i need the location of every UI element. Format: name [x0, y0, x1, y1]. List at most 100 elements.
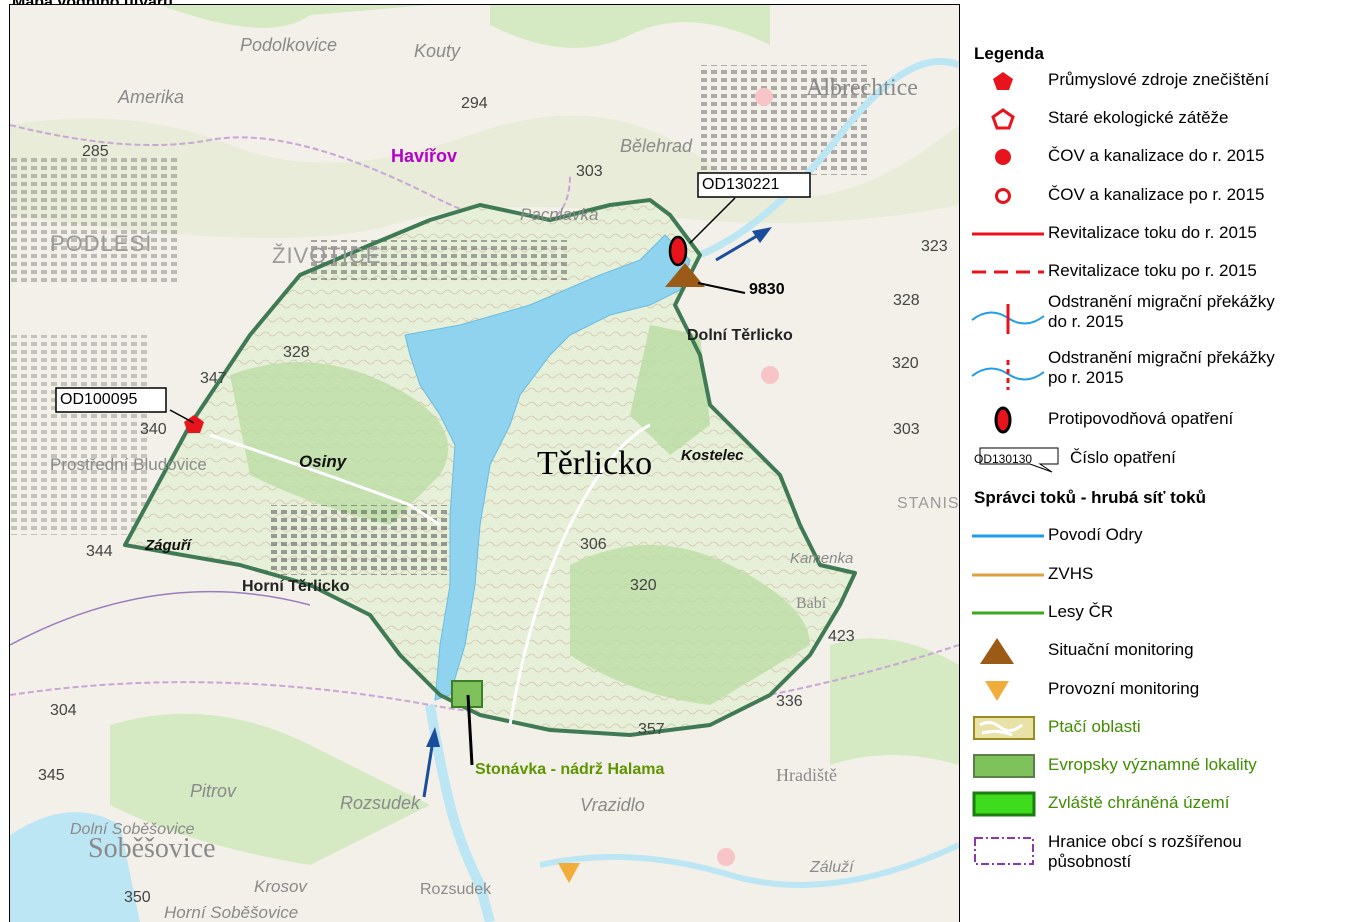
- legend-symbol: [970, 521, 1046, 551]
- legend-symbol: [978, 444, 1062, 474]
- situation-monitoring-marker[interactable]: [665, 263, 705, 287]
- legend-label: Hranice obcí s rozšířenou: [1048, 832, 1242, 851]
- measure-callout-box[interactable]: [697, 172, 811, 198]
- place-label: Rozsudek: [340, 793, 421, 813]
- urban-area: [10, 335, 150, 535]
- legend-title: Legenda: [974, 44, 1044, 63]
- forest-patch: [160, 5, 430, 28]
- place-label: Záluží: [810, 859, 854, 876]
- legend-symbol: [970, 354, 1046, 390]
- legend-label: Provozní monitoring: [1048, 679, 1200, 698]
- place-label: Vrazidlo: [580, 795, 645, 815]
- elevation-label: 328: [283, 344, 310, 361]
- place-label: ŽIVOTICE: [272, 243, 382, 268]
- legend-symbol: [978, 142, 1054, 172]
- elevation-label: 328: [893, 292, 920, 309]
- urban-area: [10, 155, 180, 285]
- legend-label: Revitalizace toku po r. 2015: [1048, 261, 1257, 280]
- settlement-marker: [717, 848, 735, 866]
- flow-arrow-in: [422, 739, 435, 798]
- place-label: Pitrov: [190, 781, 237, 801]
- callout-leader: [689, 197, 736, 244]
- place-label: Babí: [796, 595, 827, 612]
- elevation-label: 350: [124, 889, 151, 906]
- place-label: Albrechtice: [806, 75, 918, 101]
- elevation-label: 344: [86, 543, 113, 560]
- place-label: Pacnlavka: [520, 205, 599, 224]
- place-label: Rozsudek: [420, 881, 492, 898]
- legend-label: Odstranění migrační překážky: [1048, 348, 1275, 367]
- forest-patch: [490, 5, 770, 48]
- place-label: Amerika: [118, 87, 185, 107]
- legend-symbol: [972, 675, 1048, 705]
- road: [209, 433, 441, 527]
- legend-symbol: [972, 789, 1048, 819]
- elevation-label: 320: [630, 577, 657, 594]
- legend-label: Protipovodňová opatření: [1048, 409, 1234, 428]
- urban-area: [310, 240, 570, 280]
- legend-label-line2: působností: [1048, 852, 1132, 871]
- legend-symbol: [970, 598, 1046, 628]
- elevation-label: 294: [461, 95, 488, 112]
- elevation-label: 345: [38, 767, 65, 784]
- reservoir-terlicko[interactable]: [404, 234, 691, 701]
- measure-callout-box[interactable]: [55, 387, 167, 413]
- legend-label-line2: do r. 2015: [1048, 312, 1124, 331]
- water-body-name-label: Stonávka - nádrž Halama: [475, 761, 665, 778]
- legend-label: Situační monitoring: [1048, 640, 1194, 659]
- map-view[interactable]: Havířov Těrlicko Stonávka - nádrž Halama…: [9, 4, 960, 922]
- elevation-label: 347: [200, 370, 227, 387]
- flow-arrowhead: [426, 727, 440, 747]
- elevation-label: 303: [893, 421, 920, 438]
- reservoir-leader-line: [466, 694, 474, 766]
- elevation-label: 285: [82, 143, 109, 160]
- flood-protection-marker[interactable]: [668, 235, 688, 267]
- place-label: Krosov: [254, 877, 307, 896]
- legend-label: Povodí Odry: [1048, 525, 1143, 544]
- legend-label: Evropsky významné lokality: [1048, 755, 1257, 774]
- elevation-label: 340: [140, 421, 167, 438]
- legend-label: ZVHS: [1048, 564, 1094, 583]
- flow-arrow-out: [715, 231, 763, 262]
- legend-symbol: [970, 298, 1046, 334]
- station-number-label: 9830: [749, 281, 785, 298]
- urban-area: [270, 505, 450, 575]
- elevation-label: 423: [828, 628, 855, 645]
- place-label: Osiny: [299, 452, 347, 471]
- elevation-label: 320: [892, 355, 919, 372]
- place-label: Dolní Těrlicko: [687, 327, 793, 344]
- place-label: Horní Soběšovice: [164, 903, 299, 922]
- legend-symbol: [972, 832, 1048, 865]
- forest-patch: [570, 545, 810, 705]
- legend-label: Revitalizace toku do r. 2015: [1048, 223, 1257, 242]
- topographic-map[interactable]: [10, 5, 959, 922]
- legend-symbol: [970, 219, 1046, 249]
- legend-sample-measure-id: OD130130: [974, 452, 1033, 466]
- place-label: Kamenka: [790, 550, 854, 567]
- measure-id-label: OD100095: [60, 391, 138, 408]
- legend-subtitle: Správci toků - hrubá síť toků: [974, 488, 1207, 507]
- legend-symbol: [978, 181, 1054, 211]
- place-label: Podolkovice: [240, 35, 338, 55]
- legend-label: Ptačí oblasti: [1048, 717, 1141, 736]
- station-leader-line: [697, 282, 746, 294]
- terrain-band: [10, 115, 959, 238]
- river-stonavka-outflow: [698, 57, 959, 259]
- orp-boundary: [10, 590, 311, 646]
- legend-label: Lesy ČR: [1048, 602, 1114, 621]
- measure-id-label: OD130221: [702, 176, 780, 193]
- forest-patch: [830, 638, 959, 765]
- legend-symbol: [972, 636, 1048, 666]
- legend-label: Zvláště chráněná území: [1048, 793, 1230, 812]
- operational-monitoring-marker[interactable]: [558, 863, 580, 883]
- place-label: Kostelec: [681, 447, 744, 464]
- river: [539, 842, 959, 888]
- place-label: Kouty: [414, 41, 461, 61]
- flow-arrowhead: [752, 227, 772, 243]
- legend-label-line2: po r. 2015: [1048, 368, 1124, 387]
- settlement-marker: [755, 88, 773, 106]
- settlement-marker: [761, 366, 779, 384]
- legend-label: Číslo opatření: [1070, 448, 1176, 467]
- road: [508, 423, 651, 726]
